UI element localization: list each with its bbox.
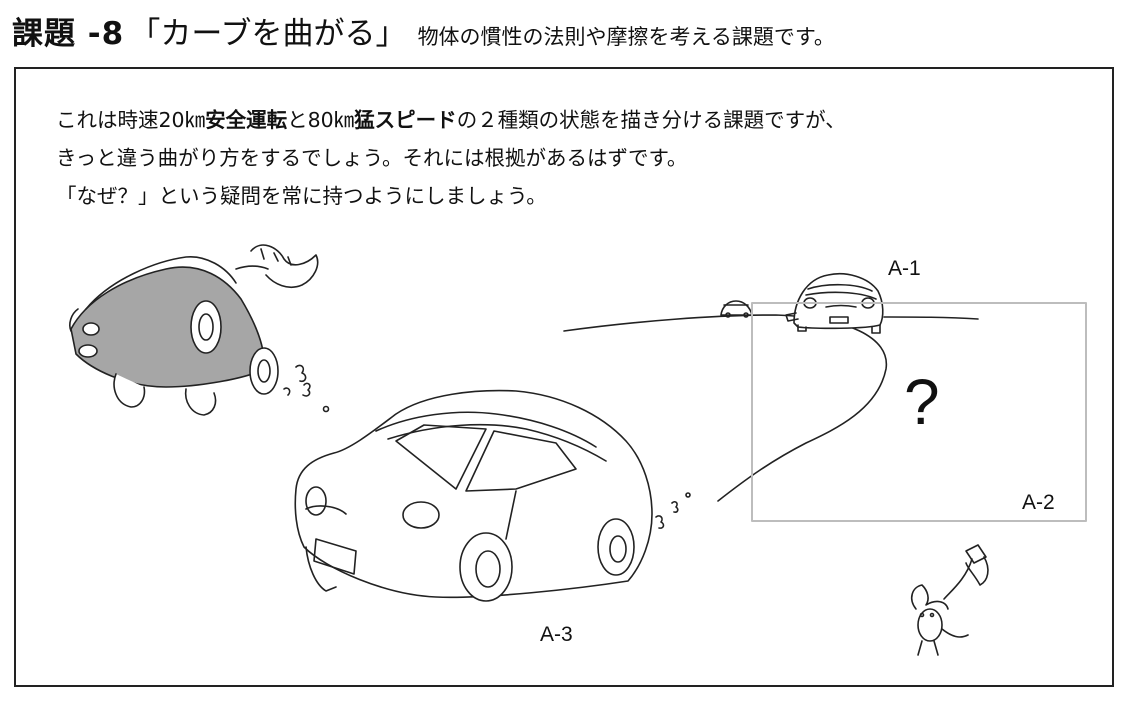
illustration-frame: これは時速20㎞安全運転と80㎞猛スピードの２種類の状態を描き分ける課題ですが、… bbox=[14, 67, 1114, 687]
assignment-subtitle: 物体の慣性の法則や摩擦を考える課題です。 bbox=[417, 25, 835, 49]
label-a2: A-2 bbox=[1022, 491, 1055, 514]
question-region-box bbox=[751, 302, 1087, 522]
assignment-number: 課題 -8 bbox=[12, 16, 125, 52]
flying-car-illustration bbox=[69, 244, 330, 416]
assignment-title: 「カーブを曲がる」 bbox=[129, 16, 407, 52]
label-a1: A-1 bbox=[888, 257, 921, 280]
page-header: 課題 -8 「カーブを曲がる」 物体の慣性の法則や摩擦を考える課題です。 bbox=[12, 8, 1122, 60]
question-mark: ? bbox=[904, 366, 940, 438]
small-distant-car-illustration bbox=[720, 300, 753, 318]
mouse-with-flag-illustration bbox=[910, 544, 989, 656]
curved-road-line bbox=[563, 314, 888, 502]
sketch-artwork bbox=[69, 244, 1087, 656]
instruction-line-3: 「なぜ？」という疑問を常に持つようにしましょう。 bbox=[56, 184, 547, 208]
instruction-line-2: きっと違う曲がり方をするでしょう。それには根拠があるはずです。 bbox=[56, 146, 688, 170]
car-a1-illustration bbox=[785, 273, 884, 334]
instruction-line-1: これは時速20㎞安全運転と80㎞猛スピードの２種類の状態を描き分ける課題ですが、 bbox=[56, 108, 846, 132]
label-a3: A-3 bbox=[540, 623, 573, 646]
instructions-text: これは時速20㎞安全運転と80㎞猛スピードの２種類の状態を描き分ける課題ですが、… bbox=[56, 101, 846, 215]
car-a3-illustration bbox=[294, 389, 691, 602]
